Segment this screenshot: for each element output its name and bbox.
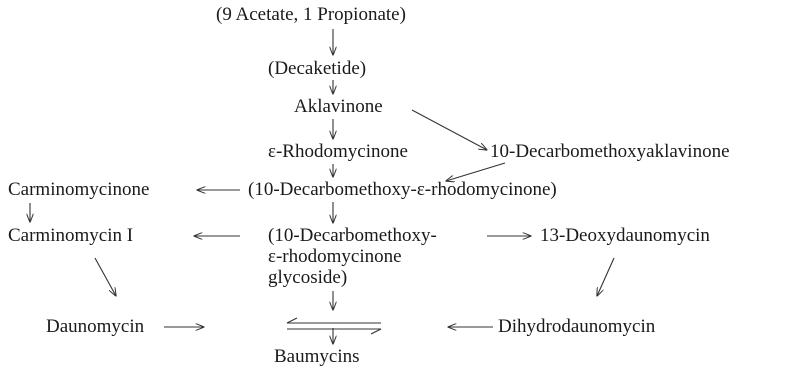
node-glycoside-line3: glycoside) [268,267,348,288]
node-decaketide: (Decaketide) [268,58,367,79]
equilibrium-bottom-barb [370,328,382,335]
node-deoxydaunomycin: 13-Deoxydaunomycin [540,225,710,246]
node-precursors: (9 Acetate, 1 Propionate) [216,4,406,25]
node-rhodomycinone: ε-Rhodomycinone [268,141,408,162]
node-carminomycinone: Carminomycinone [8,179,150,200]
node-aklavinone: Aklavinone [294,96,383,117]
arrow-aklavinone-to-decarbomethoxyaklavinone [411,109,487,150]
node-glycoside: (10-Decarbomethoxy- ε-rhodomycinone glyc… [268,225,437,288]
node-carminomycin: Carminomycin I [8,225,134,246]
node-glycoside-line2: ε-rhodomycinone [268,246,402,267]
node-decarbomethoxyaklavinone: 10-Decarbomethoxyaklavinone [490,141,730,162]
arrow-deoxydaunomycin-to-dihydrodaunomycin [597,257,615,296]
node-decarbomethoxy-rhodomycinone: (10-Decarbomethoxy-ε-rhodomycinone) [248,179,557,200]
node-glycoside-line1: (10-Decarbomethoxy- [268,225,437,246]
arrow-carminomycin-to-daunomycin [94,257,116,296]
node-dihydrodaunomycin: Dihydrodaunomycin [498,316,656,337]
node-daunomycin: Daunomycin [46,316,145,337]
node-baumycins: Baumycins [274,346,360,367]
equilibrium-top-barb [286,317,298,324]
